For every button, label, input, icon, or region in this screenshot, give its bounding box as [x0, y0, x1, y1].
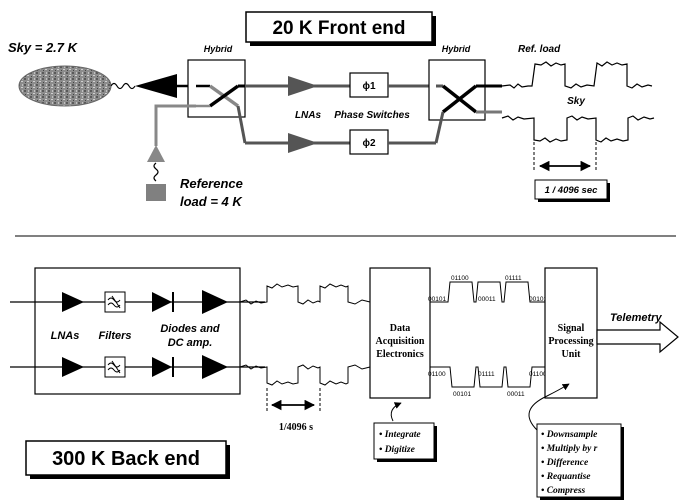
bits-bottom-4: 00011 [507, 391, 525, 398]
spu-step-4: • Requantise [541, 472, 591, 482]
filters-label: Filters [98, 330, 131, 342]
spu-label-line1: Signal [558, 323, 585, 334]
hybrid-right-label: Hybrid [442, 44, 471, 54]
back-end-title: 300 K Back end [52, 448, 200, 470]
filter-upper-icon [104, 291, 126, 313]
phase-switch-2 [349, 129, 389, 155]
reference-wave-icon [153, 162, 159, 182]
reference-path [154, 104, 196, 146]
bits-bottom-3: 01111 [478, 371, 495, 378]
dae-steps-box [373, 422, 435, 460]
data-acquisition-box [369, 267, 431, 399]
lna-upper-icon [288, 76, 318, 96]
backend-trace-lower [239, 364, 371, 386]
dae-step-1: • Integrate [379, 430, 421, 440]
spu-steps-arrow [528, 383, 570, 431]
dae-steps-arrow [390, 402, 402, 422]
spu-steps-box [536, 423, 622, 498]
dae-label-line2: Acquisition [376, 336, 425, 347]
reference-load-block [146, 184, 166, 201]
signal-processing-box [544, 267, 598, 399]
diodes-label-line1: Diodes and [160, 323, 220, 335]
backend-trace-upper [239, 283, 371, 305]
diode-upper-icon [152, 292, 172, 312]
phase-switch-1-label: ϕ1 [362, 81, 375, 92]
spu-step-2: • Multiply by r [541, 444, 598, 454]
backend-lna-upper-icon [62, 292, 84, 312]
bit-stream-upper [430, 281, 545, 303]
period-box [534, 179, 608, 200]
back-end-section: LNAs Filters Diodes and DC amp. 1/4096 s… [10, 267, 679, 500]
lna-lower-icon [288, 133, 318, 153]
bits-top-3: 00011 [478, 296, 496, 303]
reference-label-line1: Reference [180, 176, 243, 191]
phase-switch-1 [349, 72, 389, 98]
bits-top-2: 01100 [451, 275, 469, 282]
sky-label: Sky = 2.7 K [8, 40, 79, 55]
spu-step-3: • Difference [541, 458, 589, 468]
spu-step-1: • Downsample [541, 430, 598, 440]
reference-label-line2: load = 4 K [180, 194, 243, 209]
bit-stream-lower [430, 366, 545, 388]
telemetry-arrow-icon [596, 320, 679, 354]
lnas-label: LNAs [295, 110, 322, 121]
backend-lna-lower-icon [62, 357, 84, 377]
hybrid-left-label: Hybrid [204, 44, 233, 54]
phase-switches-label: Phase Switches [334, 110, 410, 121]
bits-top-5: 00101 [529, 296, 547, 303]
telemetry-label: Telemetry [610, 312, 662, 324]
reference-horn-icon [147, 145, 165, 162]
hybrid-right [428, 59, 486, 121]
dc-amp-lower-icon [202, 355, 228, 379]
dae-label-line1: Data [390, 323, 411, 334]
backend-period-label: 1/4096 s [279, 422, 313, 433]
sky-wave-icon [110, 82, 136, 90]
spu-label-line3: Unit [562, 349, 582, 360]
front-end-section: 20 K Front end Sky = 2.7 K Hybrid Refere… [8, 11, 655, 209]
dae-label-line3: Electronics [376, 349, 424, 360]
back-end-title-box [25, 440, 227, 476]
dae-step-2: • Digitize [379, 445, 416, 455]
period-label: 1 / 4096 sec [545, 185, 599, 196]
sky-trace [501, 115, 655, 143]
bits-top-4: 01111 [505, 275, 522, 282]
diode-lower-icon [152, 357, 172, 377]
bits-bottom-1: 01100 [428, 371, 446, 378]
front-end-title-box [245, 11, 433, 43]
sky-trace-label: Sky [567, 96, 585, 107]
diodes-label-line2: DC amp. [168, 337, 213, 349]
sky-image [18, 65, 112, 107]
backend-lnas-label: LNAs [51, 330, 80, 342]
ref-load-trace [501, 61, 653, 89]
bits-bottom-5: 01100 [529, 371, 547, 378]
ref-load-trace-label: Ref. load [518, 44, 561, 55]
spu-label-line2: Processing [548, 336, 593, 347]
bits-top-1: 00101 [428, 296, 446, 303]
horn-icon [135, 74, 177, 98]
dc-amp-upper-icon [202, 290, 228, 314]
filter-lower-icon [104, 356, 126, 378]
front-end-title: 20 K Front end [272, 18, 405, 39]
spu-step-5: • Compress [541, 486, 586, 496]
bits-bottom-2: 00101 [453, 391, 471, 398]
phase-switch-2-label: ϕ2 [362, 138, 375, 149]
